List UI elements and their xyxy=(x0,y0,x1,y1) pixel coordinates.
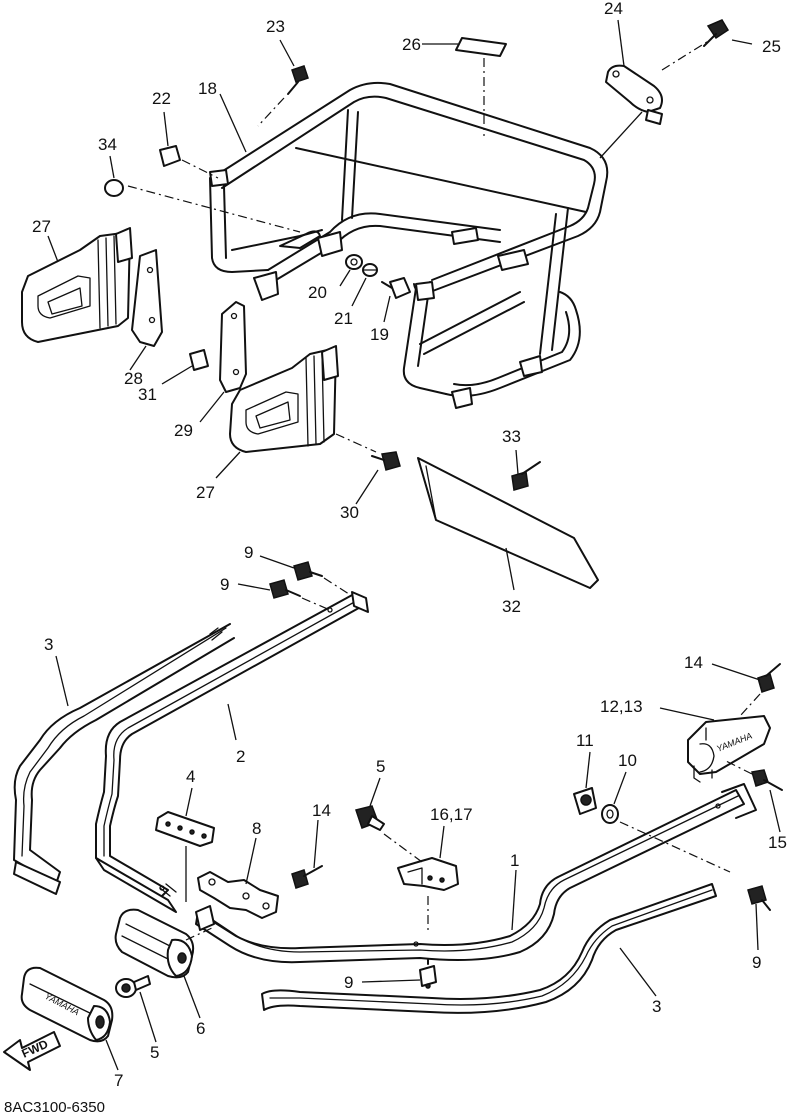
leader-lines xyxy=(47,19,781,1071)
bracket-29 xyxy=(219,301,247,393)
callout-24: 24 xyxy=(604,0,623,18)
bolt-5-lower xyxy=(115,975,151,998)
callout-9-upper-a: 9 xyxy=(244,543,253,562)
bumper-cover-7: YAMAHA xyxy=(20,966,114,1043)
callout-9-bottom: 9 xyxy=(344,973,353,992)
callout-11: 11 xyxy=(576,731,594,750)
callout-9-upper-b: 9 xyxy=(220,575,229,594)
rivet-33 xyxy=(511,461,541,491)
callout-18: 18 xyxy=(198,79,217,98)
callout-32: 32 xyxy=(502,597,521,616)
rubber-strip-3-right xyxy=(261,883,717,1014)
rivet-15 xyxy=(723,759,783,791)
callout-5-upper: 5 xyxy=(376,757,385,776)
callout-3-right: 3 xyxy=(652,997,661,1016)
callout-4: 4 xyxy=(186,767,195,786)
bolt-19 xyxy=(381,277,411,299)
callout-19: 19 xyxy=(370,325,389,344)
spacer-plate-4 xyxy=(155,811,215,902)
callout-22: 22 xyxy=(152,89,171,108)
mount-plate-8 xyxy=(197,871,279,919)
callout-30: 30 xyxy=(340,503,359,522)
callout-10: 10 xyxy=(618,751,637,770)
bracket-28 xyxy=(131,249,163,347)
bumper-rail-2 xyxy=(95,591,369,913)
callout-25: 25 xyxy=(762,37,781,56)
bolt-25 xyxy=(703,19,730,47)
callout-3-left: 3 xyxy=(44,635,53,654)
callout-9-right: 9 xyxy=(752,953,761,972)
bolt-30 xyxy=(371,451,401,471)
callout-34: 34 xyxy=(98,135,117,154)
washer-10 xyxy=(601,804,619,824)
basket-frame xyxy=(209,81,609,409)
callout-27-lower: 27 xyxy=(196,483,215,502)
rivet-14-right xyxy=(739,663,781,717)
front-bumper-1 xyxy=(195,783,757,964)
callout-14-left: 14 xyxy=(312,801,331,820)
callout-21: 21 xyxy=(334,309,353,328)
callout-26: 26 xyxy=(402,35,421,54)
callout-29: 29 xyxy=(174,421,193,440)
callout-numbers: 26 24 25 23 22 18 34 27 20 21 19 28 31 2… xyxy=(4,0,787,1115)
callout-15: 15 xyxy=(768,833,787,852)
callout-8: 8 xyxy=(252,819,261,838)
end-cap-12-13: YAMAHA xyxy=(687,715,771,783)
callout-28: 28 xyxy=(124,369,143,388)
callout-33: 33 xyxy=(502,427,521,446)
callout-12-13: 12,13 xyxy=(600,697,643,716)
bolt-9-bottom xyxy=(419,959,437,989)
callout-31: 31 xyxy=(138,385,157,404)
bolt-9-upper-b xyxy=(269,579,331,611)
bolt-9-upper-a xyxy=(293,561,353,597)
bracket-16-17 xyxy=(383,833,459,891)
collar-34 xyxy=(104,179,301,233)
callout-6: 6 xyxy=(196,1019,205,1038)
callout-5-lower: 5 xyxy=(150,1043,159,1062)
callout-14-right: 14 xyxy=(684,653,703,672)
hinge-bracket-24 xyxy=(599,39,711,159)
nut-22 xyxy=(159,145,219,179)
fwd-arrow-icon: FWD xyxy=(3,1031,61,1071)
washer-21 xyxy=(362,263,378,277)
cap-11 xyxy=(573,787,597,815)
callout-23: 23 xyxy=(266,17,285,36)
side-guard-27-left xyxy=(21,227,133,343)
callout-20: 20 xyxy=(308,283,327,302)
callout-7: 7 xyxy=(114,1071,123,1090)
label-plate-26 xyxy=(455,37,507,136)
rivet-14-left xyxy=(291,865,323,889)
rubber-strip-3-left xyxy=(13,623,235,895)
side-guard-27-right xyxy=(229,345,377,453)
callout-16-17: 16,17 xyxy=(430,805,473,824)
bumper-block-6 xyxy=(114,908,213,979)
bolt-23 xyxy=(257,65,309,127)
collar-31 xyxy=(189,349,209,371)
washer-20 xyxy=(345,254,363,270)
bolt-9-right xyxy=(747,885,771,911)
bolt-5-upper xyxy=(355,805,385,831)
diagram-code: 8AC3100-6350 xyxy=(4,1099,105,1115)
callout-2: 2 xyxy=(236,747,245,766)
floor-plate-32 xyxy=(417,457,599,589)
callout-1: 1 xyxy=(510,851,519,870)
callout-27-upper: 27 xyxy=(32,217,51,236)
